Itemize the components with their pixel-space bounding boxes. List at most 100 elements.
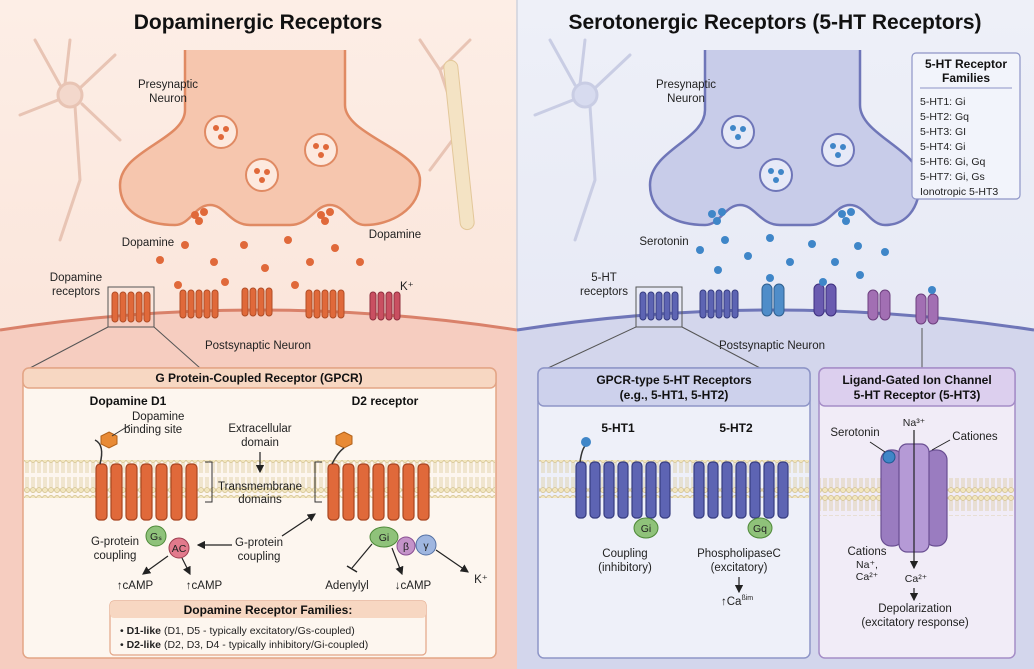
d2-camp-arrow: [391, 547, 404, 576]
ion-serotonin-pointer: [869, 441, 886, 453]
serotonin-families-title-1: 5-HT Receptor: [925, 57, 1007, 71]
left-receptors-label-2: receptors: [52, 286, 100, 298]
extracellular-label-2: domain: [241, 437, 279, 449]
ht2-ca-label: ↑Caßim: [721, 595, 753, 608]
serotonin-families-list: 5-HT1: Gi 5-HT2: Gq 5-HT3: GI 5-HT4: Gi …: [920, 96, 998, 198]
ion-serotonin-binding: [882, 450, 896, 464]
d2-gi-protein: [369, 526, 399, 548]
right-serotonin-label: Serotonin: [639, 236, 688, 248]
d2-adenylyl-label: Adenylyl: [325, 580, 368, 592]
right-zoom-line-1: [547, 326, 637, 369]
left-dopamine-molecules: [156, 208, 364, 289]
ht1-coupling-label-2: (inhibitory): [598, 562, 652, 574]
d1-binding-label-1: Dopamine: [132, 411, 184, 423]
left-postsynaptic-label: Postsynaptic Neuron: [205, 340, 311, 352]
serotonin-family-item: 5-HT3: GI: [920, 126, 966, 138]
transmembrane-label-1: Transmembrane: [218, 481, 302, 493]
left-gpcr-header-bar: [22, 367, 497, 389]
dopamine-family-d2: • D2-like (D2, D3, D4 - typically inhibi…: [120, 639, 368, 651]
left-receptors-label-1: Dopamine: [50, 272, 102, 284]
serotonin-families-title-2: Families: [942, 71, 990, 85]
d2-k-arrow: [435, 549, 469, 573]
d2-gamma-label: γ: [423, 540, 429, 552]
dopamine-family-d1-name: D1-like: [127, 625, 162, 637]
ion-cations-label-1: Cations: [848, 546, 887, 558]
ht2-ca-sup: ßim: [741, 595, 753, 602]
left-background-axon-icon: [443, 59, 475, 231]
dopamine-families-title: Dopamine Receptor Families:: [184, 603, 353, 617]
serotonin-family-item: 5-HT2: Gq: [920, 111, 969, 123]
left-dopamine-label-left: Dopamine: [122, 237, 174, 249]
ion-cations-label-2: Na⁺,: [856, 559, 878, 571]
d1-coupling-label-2: coupling: [94, 550, 137, 562]
d1-camp-arrow-2: [181, 557, 191, 576]
left-gpcr-header: G Protein-Coupled Receptor (GPCR): [155, 371, 362, 385]
dopamine-family-d2-desc: (D2, D3, D4 - typically inhibitory/Gi-co…: [161, 639, 368, 651]
ht2-gq-label: Gq: [753, 523, 767, 535]
ht2-ca-text: ↑Ca: [721, 596, 742, 608]
serotonin-gpcr-header-1: GPCR-type 5-HT Receptors: [596, 373, 752, 387]
right-zoom-box: [635, 286, 683, 328]
ht2-title: 5-HT2: [719, 421, 753, 435]
transmembrane-label-2: domains: [238, 494, 282, 506]
left-dopamine-label-right: Dopamine: [369, 229, 421, 241]
d2-inhibit-line: [351, 543, 373, 569]
d2-bracket: [314, 461, 322, 503]
dopamine-family-d1-desc: (D1, D5 - typically excitatory/Gs-couple…: [161, 625, 355, 637]
ht1-title: 5-HT1: [601, 421, 635, 435]
d1-camp-label-1: ↑cAMP: [117, 580, 154, 592]
d2-beta-label: β: [403, 541, 409, 553]
ion-serotonin-label: Serotonin: [830, 427, 879, 439]
serotonin-family-item: 5-HT1: Gi: [920, 96, 966, 108]
dopamine-families-header-bar: [110, 601, 426, 618]
serotonin-family-item: 5-HT4: Gi: [920, 141, 966, 153]
serotonin-gpcr-header-2: (e.g., 5-HT1, 5-HT2): [620, 388, 729, 402]
dopamine-family-d2-name: D2-like: [127, 639, 162, 651]
ht1-receptor: [575, 461, 671, 519]
ht1-gi-label: Gi: [641, 523, 652, 535]
d2-n-terminus: [331, 447, 345, 465]
left-presynaptic-terminal: [118, 50, 422, 227]
d1-ac-label: AC: [172, 543, 187, 555]
ion-ca-bottom-label: Ca²⁺: [905, 573, 928, 585]
mid-coupling-label-1: G-protein: [235, 537, 283, 549]
ht2-plc-label-1: PhospholipaseC: [697, 548, 781, 560]
d1-coupling-label-1: G-protein: [91, 536, 139, 548]
serotonin-family-item: Ionotropic 5-HT3: [920, 186, 998, 198]
d1-camp-arrow-1: [142, 555, 169, 575]
d2-beta-subunit: [396, 536, 416, 556]
d2-dopamine-binding-hexagon: [335, 431, 353, 449]
right-receptors-label-2: receptors: [580, 286, 628, 298]
d2-k-label: K⁺: [474, 574, 488, 586]
right-postsynaptic-label: Postsynaptic Neuron: [719, 340, 825, 352]
ion-header-2: 5-HT Receptor (5-HT3): [854, 388, 981, 402]
d1-gs-protein: [145, 525, 167, 547]
d2-receptor: [327, 463, 430, 521]
left-zoom-box: [107, 286, 155, 328]
d1-n-terminus: [94, 439, 103, 465]
right-presynaptic-label-2: Neuron: [667, 93, 705, 105]
right-receptors-label-1: 5-HT: [591, 272, 617, 284]
right-serotonin-molecules: [696, 208, 889, 282]
ion-header-1: Ligand-Gated Ion Channel: [842, 373, 991, 387]
ht2-gq-protein: [747, 517, 773, 539]
extracellular-label-1: Extracellular: [228, 423, 291, 435]
d1-dopamine-binding-hexagon: [100, 431, 118, 449]
d1-receptor: [95, 463, 198, 521]
d2-inhibit-bar: [346, 565, 358, 573]
ion-depol-label-1: Depolarization: [878, 603, 952, 615]
d1-ac-enzyme: [168, 537, 190, 559]
ion-cationes-pointer: [931, 439, 951, 451]
mid-coupling-arrow-right: [281, 513, 316, 537]
ion-cationes-label: Cationes: [952, 431, 998, 443]
ht1-coupling-label-1: Coupling: [602, 548, 647, 560]
ion-na-label: Na³⁺: [903, 417, 926, 429]
ht2-receptor: [693, 461, 789, 519]
ion-depol-label-2: (excitatory response): [861, 617, 969, 629]
left-presynaptic-label-2: Neuron: [149, 93, 187, 105]
ht1-serotonin-binding: [581, 437, 591, 447]
dopamine-family-d1: • D1-like (D1, D5 - typically excitatory…: [120, 625, 355, 637]
left-vesicles: [204, 115, 338, 192]
